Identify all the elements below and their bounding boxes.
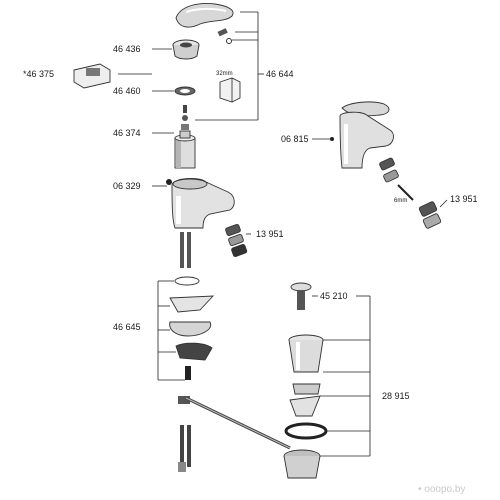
supply-hoses	[178, 232, 191, 472]
hex-nut-32mm	[219, 77, 241, 103]
label-28915: 28 915	[382, 391, 410, 401]
label-46644: 46 644	[266, 69, 294, 79]
cover-cap	[172, 39, 200, 60]
o-ring	[174, 86, 196, 96]
mounting-set	[169, 276, 215, 404]
part-46375-cartridge-box	[73, 63, 111, 89]
label-46460: 46 460	[113, 86, 141, 96]
label-46375: *46 375	[23, 69, 54, 79]
faucet-alt-body	[330, 101, 394, 169]
label-13951-right: 13 951	[450, 194, 478, 204]
faucet-body	[166, 178, 235, 229]
label-13951-left: 13 951	[256, 229, 284, 239]
label-46374: 46 374	[113, 128, 141, 138]
cartridge-pin	[181, 105, 189, 130]
drain-body	[283, 334, 328, 479]
aerator-right	[379, 157, 442, 229]
label-46645: 46 645	[113, 322, 141, 332]
label-06329: 06 329	[113, 181, 141, 191]
pull-rod	[185, 396, 291, 450]
leader-lines	[118, 11, 448, 457]
aerator-left	[225, 223, 248, 257]
label-6mm: 6mm	[394, 198, 407, 204]
label-46436: 46 436	[113, 44, 141, 54]
cartridge	[174, 130, 196, 169]
drain-plug	[290, 282, 312, 310]
label-06815: 06 815	[281, 134, 309, 144]
watermark: • ooopo.by	[418, 484, 465, 495]
label-32mm: 32mm	[216, 71, 233, 77]
grub-screw	[217, 28, 232, 44]
lever-handle	[175, 3, 234, 28]
label-45210: 45 210	[320, 291, 348, 301]
